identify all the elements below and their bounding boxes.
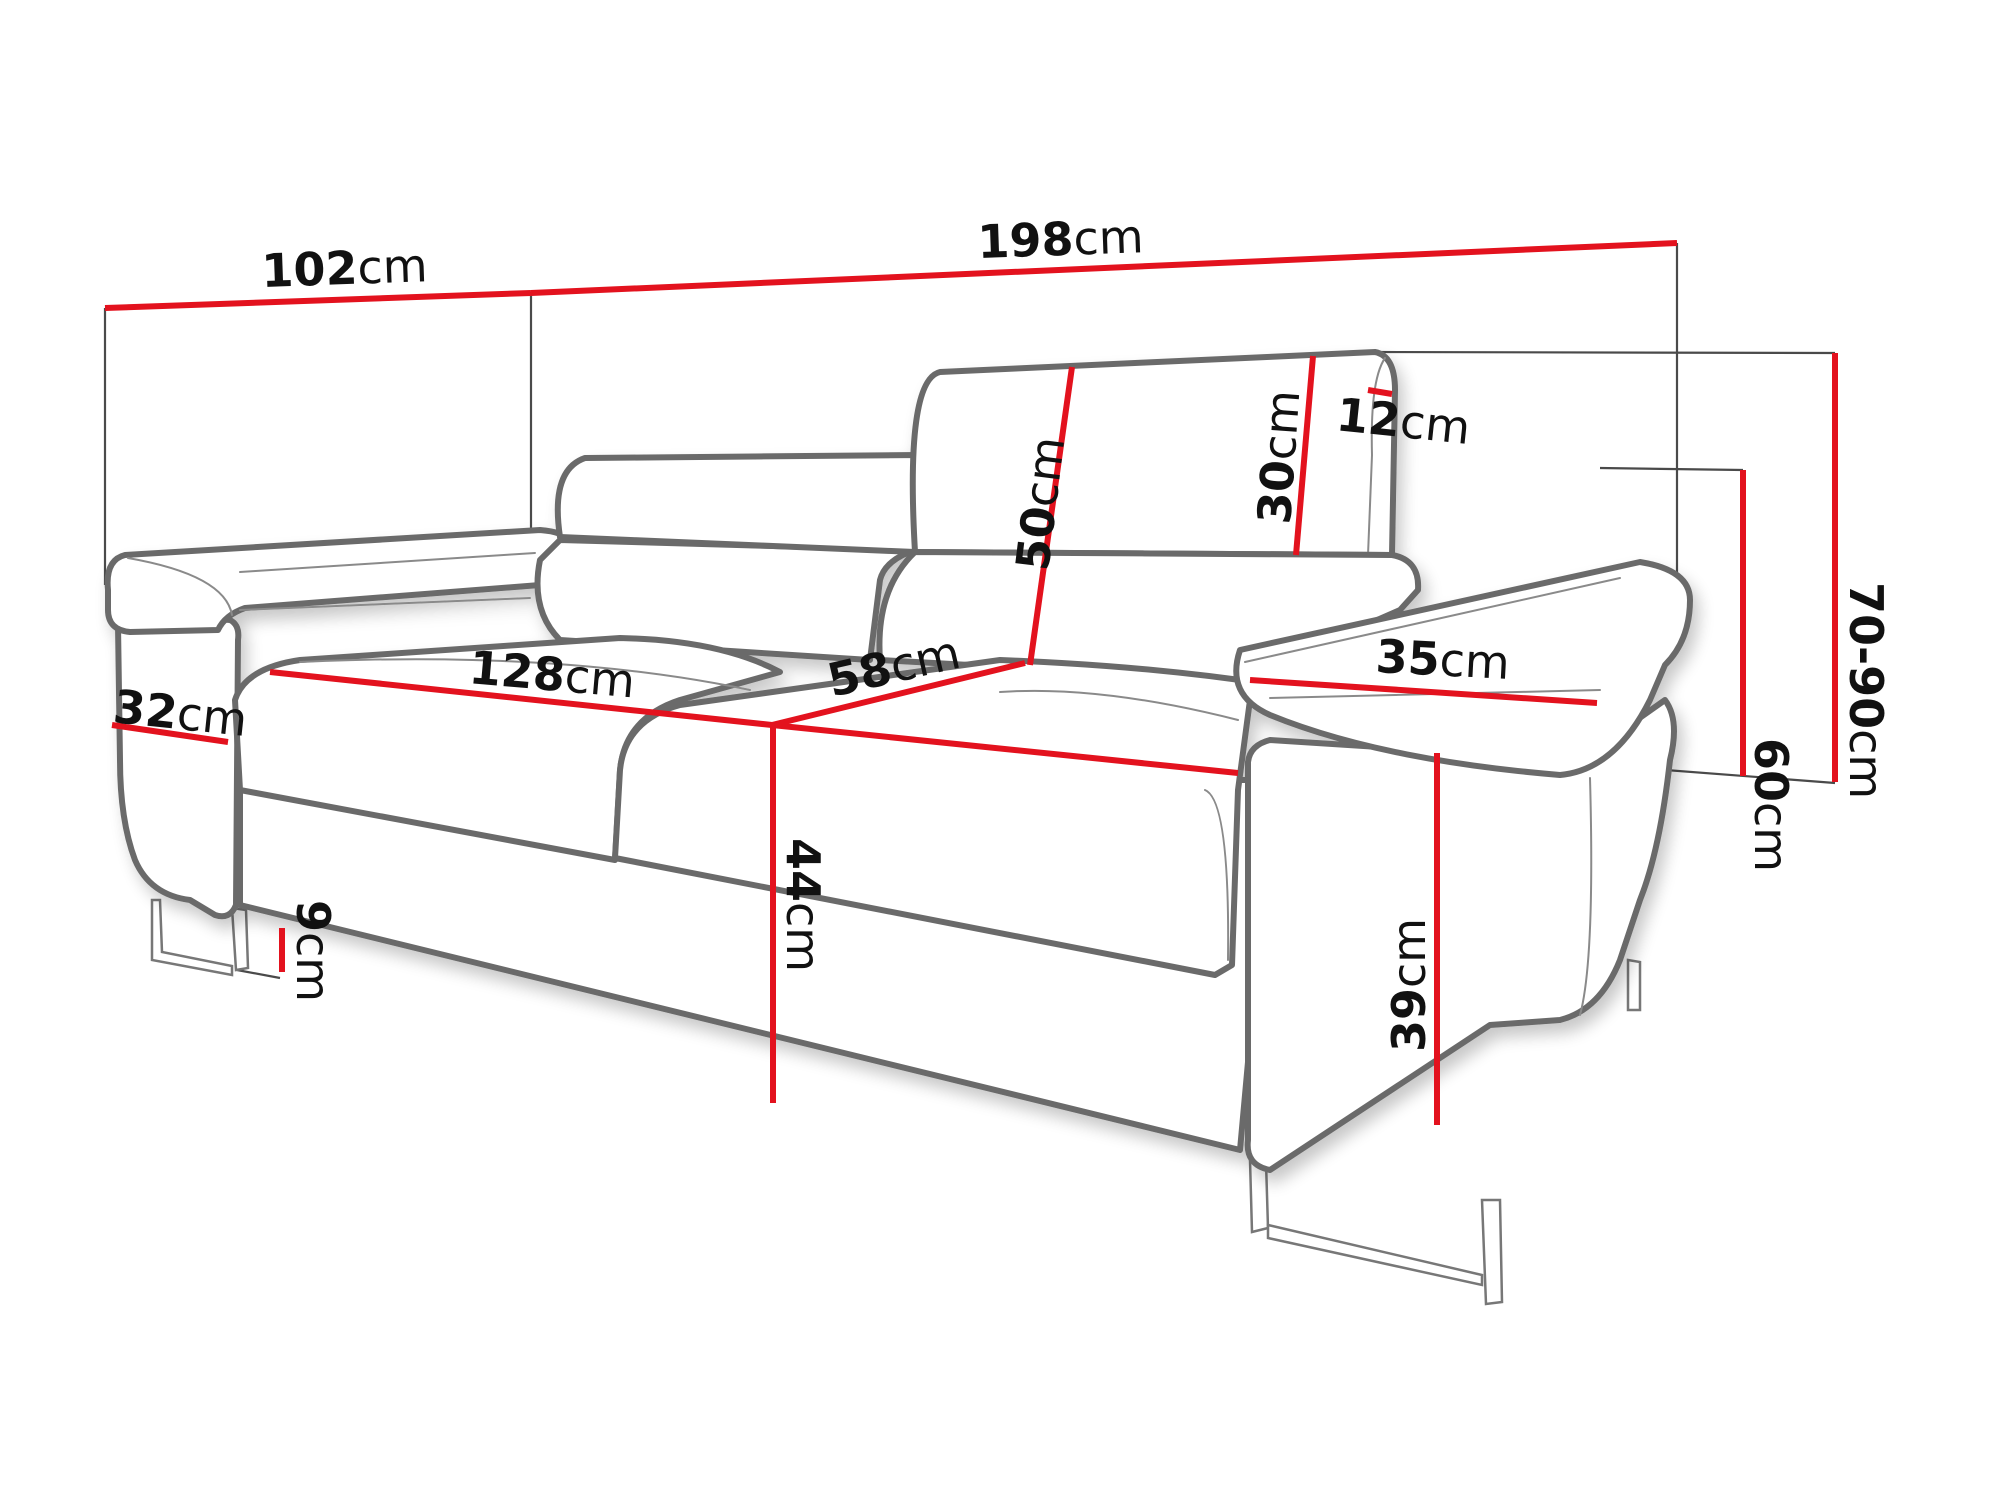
right-headrest [909,349,1398,558]
label-seat-height: 44cm [776,838,830,972]
left-headrest [554,452,923,555]
right-arm [1244,697,1677,1173]
dim-line-headrest-depth [1367,387,1393,397]
dim-line-headrest-height [1293,355,1316,556]
dim-line-width-total [530,240,1678,296]
dimension-lines [104,240,1838,1125]
label-seat-width: 128cm [467,640,637,708]
label-headrest-height: 30cm [1247,388,1310,526]
label-armrest-width: 35cm [1374,629,1511,690]
label-depth-total: 102cm [260,238,428,298]
dimension-labels: 102cm 198cm 30cm 12cm 50cm 128cm 58cm 35… [111,209,1893,1052]
dim-line-seat-width-b [771,722,1239,776]
label-width-total: 198cm [976,209,1144,269]
label-arm-front-height: 39cm [1382,918,1436,1052]
label-backrest-height: 50cm [1005,434,1075,574]
dim-line-left-arm [111,722,229,745]
label-arm-height: 60cm [1744,738,1798,872]
label-left-arm: 32cm [111,679,250,747]
extension-lines [103,243,1836,980]
dim-line-seat-depth [771,660,1026,728]
left-arm [112,609,242,920]
label-leg-height: 9cm [286,900,340,1002]
label-total-height: 70-90cm [1839,582,1893,799]
dim-line-seat-width [269,669,773,728]
sofa-legs [150,898,1642,1306]
right-armrest-cushion [1233,559,1693,778]
dim-line-depth-total [104,290,532,311]
label-headrest-depth: 12cm [1334,387,1473,455]
sofa-drawing [104,349,1693,1173]
dim-line-backrest-height [1027,366,1075,666]
left-armrest-cushion [104,527,568,635]
dim-line-armrest-width [1249,677,1598,706]
